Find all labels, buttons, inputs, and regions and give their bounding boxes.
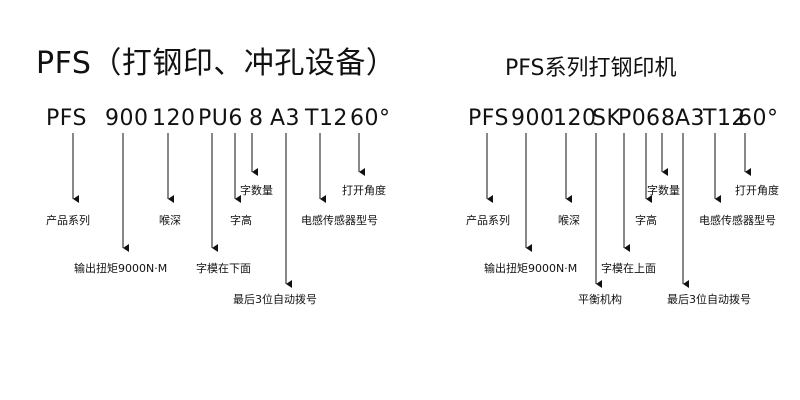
left-label-last-auto: 最后3位自动拨号 [233, 293, 317, 306]
right-label-balance: 平衡机构 [578, 293, 622, 306]
left-code-60: 60° [350, 106, 391, 131]
left-code-a3: A3 [270, 106, 301, 131]
right-label-series: 产品系列 [466, 214, 510, 227]
right-label-char-height: 字高 [635, 214, 657, 227]
right-code-p0: P0 [618, 106, 647, 131]
right-label-last-auto: 最后3位自动拨号 [667, 293, 751, 306]
right-code-6: 6 [646, 106, 661, 131]
left-label-char-height: 字高 [230, 214, 252, 227]
left-label-sensor: 电感传感器型号 [301, 214, 378, 227]
left-code-900: 900 [105, 106, 149, 131]
right-code-900: 900 [511, 106, 555, 131]
right-label-open-angle: 打开角度 [735, 184, 779, 197]
left-code-t12: T12 [305, 106, 348, 131]
left-label-throat: 喉深 [159, 214, 181, 227]
right-label-throat: 喉深 [558, 214, 580, 227]
right-label-sensor: 电感传感器型号 [699, 214, 776, 227]
right-code-120: 120 [553, 106, 597, 131]
right-code-a3: A3 [675, 106, 706, 131]
left-code-120: 120 [152, 106, 196, 131]
right-label-die-top: 字模在上面 [601, 262, 656, 275]
right-code-t12: T12 [703, 106, 746, 131]
right-code-pfs: PFS [468, 106, 509, 131]
left-label-die-bottom: 字模在下面 [196, 262, 251, 275]
left-code-8: 8 [249, 106, 264, 131]
right-label-torque: 输出扭矩9000N·M [484, 262, 578, 275]
right-code-sk: SK [592, 106, 622, 131]
left-label-torque: 输出扭矩9000N·M [74, 262, 168, 275]
right-label-char-count: 字数量 [647, 184, 680, 197]
left-label-series: 产品系列 [46, 214, 90, 227]
left-code-pu6: PU6 [198, 106, 243, 131]
right-code-60: 60° [738, 106, 779, 131]
left-label-open-angle: 打开角度 [342, 184, 386, 197]
right-title: PFS系列打钢印机 [505, 56, 677, 81]
left-title: PFS（打钢印、冲孔设备） [36, 46, 397, 81]
right-code-8: 8 [661, 106, 676, 131]
left-code-pfs: PFS [46, 106, 87, 131]
left-label-char-count: 字数量 [240, 184, 273, 197]
